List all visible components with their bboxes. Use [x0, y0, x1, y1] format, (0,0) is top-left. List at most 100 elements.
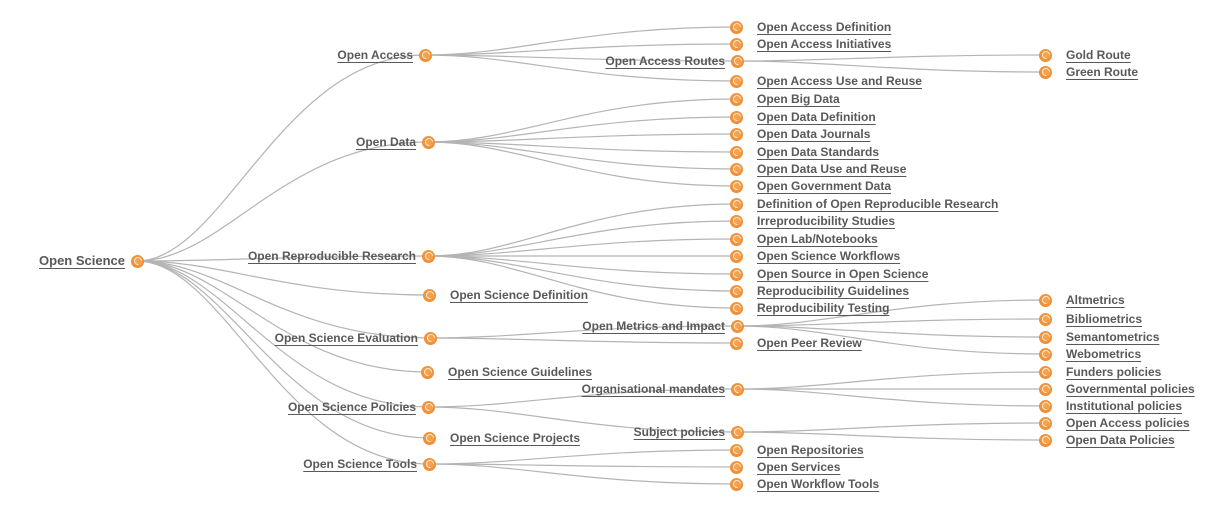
open-data-standards-toggle-icon[interactable]: [730, 145, 743, 159]
open-science-toggle-icon[interactable]: [131, 254, 144, 268]
node-altmetrics: Altmetrics: [1039, 292, 1125, 308]
open-data-policies-toggle-icon[interactable]: [1039, 433, 1052, 447]
node-label-open-lab-notebooks[interactable]: Open Lab/Notebooks: [757, 232, 878, 246]
node-label-irreproducibility-studies[interactable]: Irreproducibility Studies: [757, 214, 896, 228]
node-label-open-access-use-and-reuse[interactable]: Open Access Use and Reuse: [757, 74, 922, 88]
node-label-open-services[interactable]: Open Services: [757, 460, 841, 474]
institutional-policies-toggle-icon[interactable]: [1039, 399, 1052, 413]
altmetrics-toggle-icon[interactable]: [1039, 293, 1052, 307]
node-label-open-data-policies[interactable]: Open Data Policies: [1066, 433, 1175, 447]
open-access-policies-toggle-icon[interactable]: [1039, 416, 1052, 430]
open-workflow-tools-toggle-icon[interactable]: [730, 477, 743, 491]
subject-policies-toggle-icon[interactable]: [731, 425, 744, 439]
node-label-open-science-guidelines[interactable]: Open Science Guidelines: [448, 365, 593, 379]
node-open-access: Open Access: [337, 47, 432, 63]
open-big-data-toggle-icon[interactable]: [730, 92, 743, 106]
node-open-workflow-tools: Open Workflow Tools: [730, 476, 879, 492]
gold-route-toggle-icon[interactable]: [1039, 48, 1052, 62]
node-label-altmetrics[interactable]: Altmetrics: [1066, 293, 1125, 307]
open-science-tools-toggle-icon[interactable]: [423, 457, 436, 471]
node-label-open-data-journals[interactable]: Open Data Journals: [757, 127, 871, 141]
open-science-workflows-toggle-icon[interactable]: [730, 249, 743, 263]
node-label-open-source-in-open-science[interactable]: Open Source in Open Science: [757, 267, 929, 281]
edge-open-metrics-and-impact-to-webometrics: [736, 325, 1047, 355]
definition-of-open-reproducible-research-toggle-icon[interactable]: [730, 197, 743, 211]
node-label-open-access[interactable]: Open Access: [337, 48, 413, 62]
node-label-webometrics[interactable]: Webometrics: [1066, 347, 1142, 361]
open-science-policies-toggle-icon[interactable]: [422, 400, 435, 414]
open-access-use-and-reuse-toggle-icon[interactable]: [730, 74, 743, 88]
reproducibility-testing-toggle-icon[interactable]: [730, 301, 743, 315]
bibliometrics-toggle-icon[interactable]: [1039, 312, 1052, 326]
node-label-funders-policies[interactable]: Funders policies: [1066, 365, 1162, 379]
edge-open-science-to-open-science-projects: [136, 260, 431, 439]
open-science-evaluation-toggle-icon[interactable]: [424, 331, 437, 345]
node-label-open-access-routes[interactable]: Open Access Routes: [605, 54, 725, 68]
node-label-open-science-evaluation[interactable]: Open Science Evaluation: [274, 331, 418, 345]
node-label-open-access-policies[interactable]: Open Access policies: [1066, 416, 1190, 430]
node-label-gold-route[interactable]: Gold Route: [1066, 48, 1131, 62]
open-science-definition-toggle-icon[interactable]: [423, 288, 436, 302]
open-government-data-toggle-icon[interactable]: [730, 179, 743, 193]
funders-policies-toggle-icon[interactable]: [1039, 365, 1052, 379]
node-label-open-data-use-and-reuse[interactable]: Open Data Use and Reuse: [757, 162, 907, 176]
irreproducibility-studies-toggle-icon[interactable]: [730, 214, 743, 228]
open-access-definition-toggle-icon[interactable]: [730, 20, 743, 34]
node-label-open-repositories[interactable]: Open Repositories: [757, 443, 864, 457]
node-label-subject-policies[interactable]: Subject policies: [633, 425, 725, 439]
node-open-science-projects: Open Science Projects: [423, 430, 580, 446]
node-label-open-science-policies[interactable]: Open Science Policies: [287, 400, 416, 414]
open-data-use-and-reuse-toggle-icon[interactable]: [730, 162, 743, 176]
node-label-governmental-policies[interactable]: Governmental policies: [1066, 382, 1195, 396]
open-peer-review-toggle-icon[interactable]: [730, 336, 743, 350]
node-label-open-access-initiatives[interactable]: Open Access Initiatives: [757, 37, 892, 51]
node-label-open-science-projects[interactable]: Open Science Projects: [450, 431, 581, 445]
green-route-toggle-icon[interactable]: [1039, 65, 1052, 79]
open-data-definition-toggle-icon[interactable]: [730, 110, 743, 124]
node-label-bibliometrics[interactable]: Bibliometrics: [1066, 312, 1143, 326]
open-science-projects-toggle-icon[interactable]: [423, 431, 436, 445]
node-label-open-data-definition[interactable]: Open Data Definition: [757, 110, 876, 124]
reproducibility-guidelines-toggle-icon[interactable]: [730, 284, 743, 298]
open-services-toggle-icon[interactable]: [730, 460, 743, 474]
organisational-mandates-toggle-icon[interactable]: [731, 382, 744, 396]
governmental-policies-toggle-icon[interactable]: [1039, 382, 1052, 396]
edge-open-access-routes-to-gold-route: [736, 54, 1047, 62]
open-metrics-and-impact-toggle-icon[interactable]: [731, 319, 744, 333]
node-label-open-science-workflows[interactable]: Open Science Workflows: [757, 249, 901, 263]
open-access-initiatives-toggle-icon[interactable]: [730, 37, 743, 51]
node-label-semantometrics[interactable]: Semantometrics: [1066, 330, 1160, 344]
node-label-open-big-data[interactable]: Open Big Data: [757, 92, 840, 106]
node-label-open-data[interactable]: Open Data: [355, 135, 416, 149]
open-source-in-open-science-toggle-icon[interactable]: [730, 267, 743, 281]
node-label-open-government-data[interactable]: Open Government Data: [757, 179, 892, 193]
node-label-definition-of-open-reproducible-research[interactable]: Definition of Open Reproducible Research: [757, 197, 999, 211]
node-label-open-science[interactable]: Open Science: [39, 253, 125, 268]
open-data-journals-toggle-icon[interactable]: [730, 127, 743, 141]
node-label-open-reproducible-research[interactable]: Open Reproducible Research: [247, 249, 416, 263]
node-label-green-route[interactable]: Green Route: [1066, 65, 1139, 79]
node-label-open-science-tools[interactable]: Open Science Tools: [303, 457, 417, 471]
open-access-toggle-icon[interactable]: [419, 48, 432, 62]
node-label-institutional-policies[interactable]: Institutional policies: [1066, 399, 1183, 413]
open-science-guidelines-toggle-icon[interactable]: [421, 365, 434, 379]
node-label-open-metrics-and-impact[interactable]: Open Metrics and Impact: [582, 319, 725, 333]
node-label-reproducibility-guidelines[interactable]: Reproducibility Guidelines: [757, 284, 910, 298]
open-data-toggle-icon[interactable]: [422, 135, 435, 149]
semantometrics-toggle-icon[interactable]: [1039, 330, 1052, 344]
node-label-open-peer-review[interactable]: Open Peer Review: [757, 336, 862, 350]
node-label-open-workflow-tools[interactable]: Open Workflow Tools: [757, 477, 880, 491]
edge-open-data-to-open-big-data: [427, 98, 738, 143]
node-label-organisational-mandates[interactable]: Organisational mandates: [581, 382, 725, 396]
edge-open-science-to-open-science-definition: [136, 260, 431, 296]
open-repositories-toggle-icon[interactable]: [730, 443, 743, 457]
node-label-reproducibility-testing[interactable]: Reproducibility Testing: [757, 301, 890, 315]
open-access-routes-toggle-icon[interactable]: [731, 54, 744, 68]
node-label-open-data-standards[interactable]: Open Data Standards: [757, 145, 880, 159]
open-reproducible-research-toggle-icon[interactable]: [422, 249, 435, 263]
node-label-open-access-definition[interactable]: Open Access Definition: [757, 20, 892, 34]
node-label-open-science-definition[interactable]: Open Science Definition: [450, 288, 589, 302]
webometrics-toggle-icon[interactable]: [1039, 347, 1052, 361]
open-lab-notebooks-toggle-icon[interactable]: [730, 232, 743, 246]
